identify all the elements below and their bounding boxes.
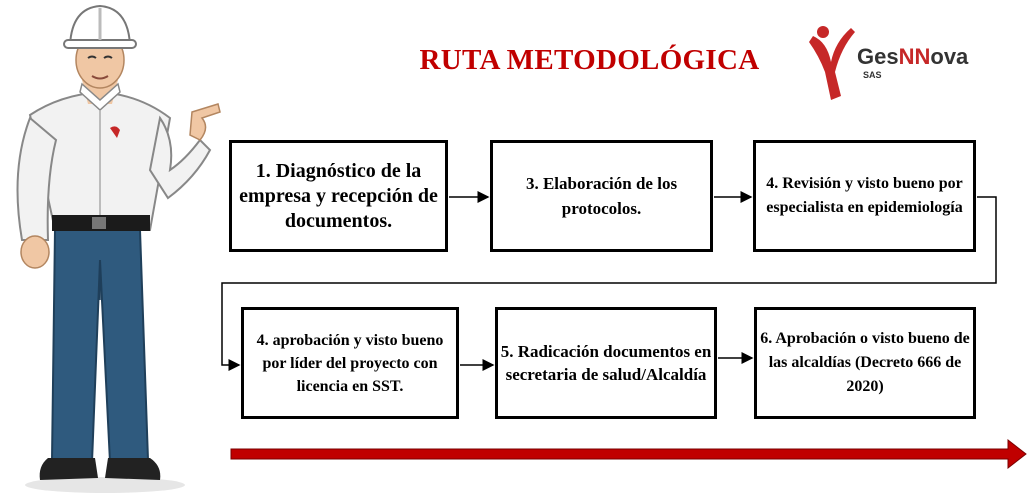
timeline-arrow [230,438,1027,470]
step-label: 4. aprobación y visto bueno por líder de… [256,331,444,395]
step-box-1: 1. Diagnóstico de la empresa y recepción… [229,140,448,252]
page-title: RUTA METODOLÓGICA [419,44,760,76]
step-label: 1. Diagnóstico de la empresa y recepción… [239,159,438,232]
step-label: 4. Revisión y visto bueno por especialis… [766,175,963,216]
step-box-2: 3. Elaboración de los protocolos. [490,140,713,252]
logo-wordmark: GesNNova [857,44,969,69]
arrow-3-4 [221,196,997,371]
engineer-illustration [16,4,221,493]
step-label: 6. Aprobación o visto bueno de las alcal… [760,330,970,395]
step-label: 3. Elaboración de los protocolos. [525,174,678,218]
logo-mark-icon [809,26,855,100]
step-label: 5. Radicación documentos en secretaria d… [500,342,712,384]
gesnnova-logo: GesNNova SAS [805,22,1005,104]
step-box-5: 5. Radicación documentos en secretaria d… [495,307,717,419]
step-box-6: 6. Aprobación o visto bueno de las alcal… [754,307,976,419]
logo-subtitle: SAS [863,70,882,80]
step-box-4: 4. aprobación y visto bueno por líder de… [241,307,459,419]
step-box-3: 4. Revisión y visto bueno por especialis… [753,140,976,252]
